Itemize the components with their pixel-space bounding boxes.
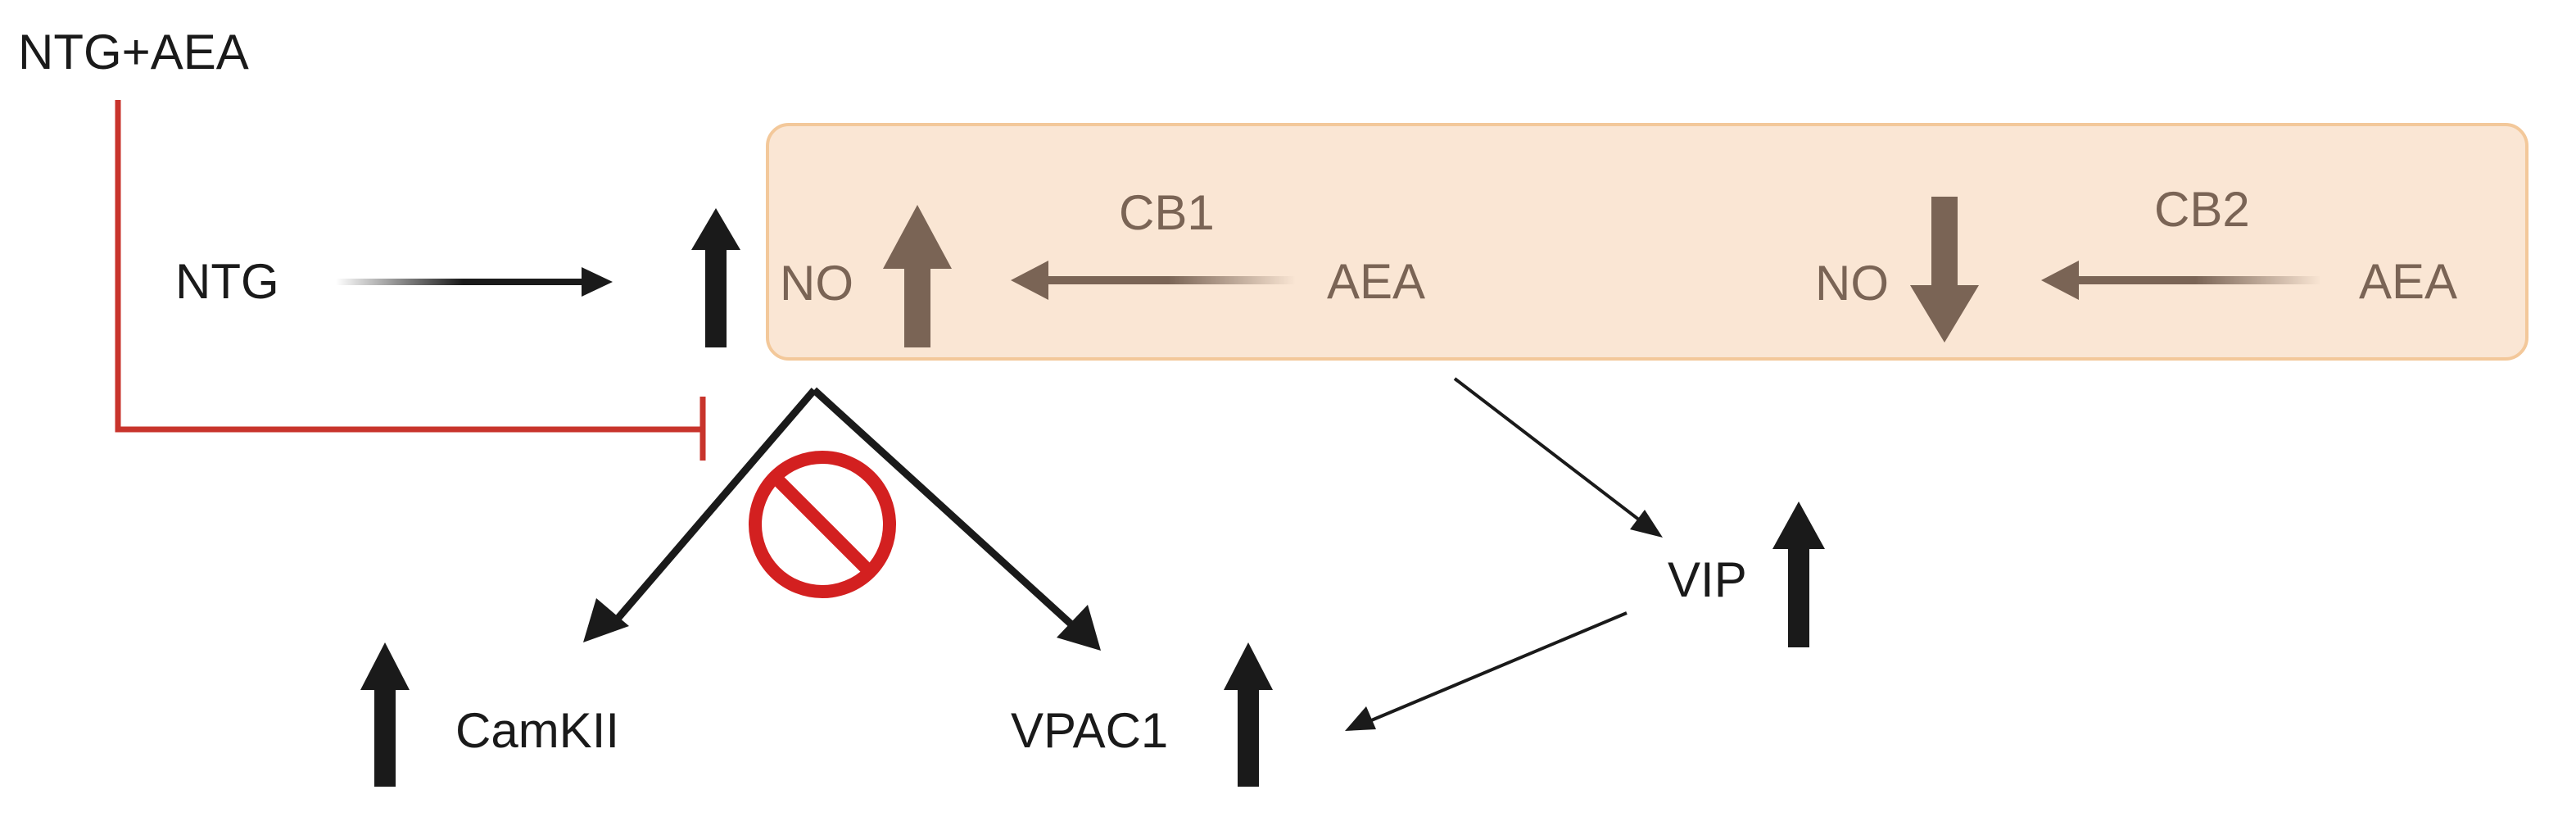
up-arrow-icon: [1772, 502, 1825, 647]
up-arrow-icon: [691, 208, 740, 347]
cb2-arrow: [2041, 261, 2321, 300]
up-arrow-icon: [360, 642, 410, 787]
endocannabinoid-box: [766, 123, 2528, 361]
cb2-label: CB2: [2154, 182, 2250, 237]
inhibition-bar-icon: [115, 100, 706, 461]
vpac1-label: VPAC1: [1011, 703, 1168, 758]
up-arrow-icon: [1224, 642, 1273, 787]
no-entry-icon: [749, 451, 896, 598]
down-arrow-icon: [1910, 197, 1979, 343]
ntg-arrow: [336, 267, 613, 297]
apex-to-camkii-arrow: [583, 388, 817, 642]
no-right-label: NO: [1815, 256, 1889, 311]
apex-to-vpac1-arrow: [811, 387, 1101, 651]
aea-left-label: AEA: [1327, 254, 1425, 309]
ntg-aea-label: NTG+AEA: [18, 25, 249, 79]
up-arrow-icon: [883, 205, 952, 347]
no-left-label: NO: [780, 256, 853, 311]
camkii-label: CamKII: [455, 703, 619, 758]
box-to-vip-arrow: [1453, 377, 1663, 538]
cb1-arrow: [1011, 261, 1296, 300]
vip-to-vpac1-arrow: [1345, 611, 1628, 731]
cb1-label: CB1: [1119, 185, 1215, 240]
aea-right-label: AEA: [2359, 254, 2457, 309]
ntg-label: NTG: [175, 254, 279, 309]
vip-label: VIP: [1668, 552, 1747, 607]
